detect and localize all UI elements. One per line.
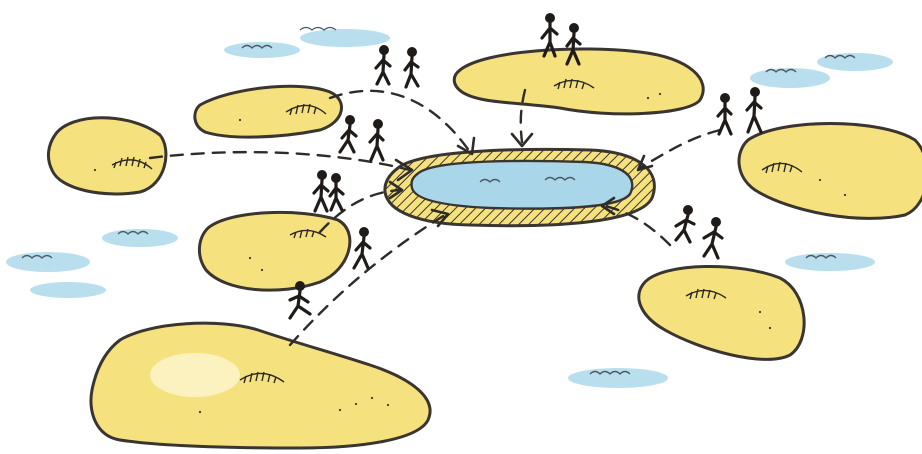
walking-person-icon (745, 87, 763, 134)
hut-icon (285, 103, 327, 116)
paths (148, 88, 722, 347)
arrowhead-icon (430, 208, 450, 228)
wave-icon (479, 178, 501, 183)
hut-icon (289, 228, 327, 239)
path-arrow (328, 89, 472, 154)
texture-dot (646, 96, 650, 100)
path-arrow (288, 213, 447, 347)
walking-person-icon (565, 23, 582, 66)
texture-dot (93, 168, 97, 172)
arrowhead-icon (388, 180, 404, 200)
water-patch (300, 29, 390, 47)
texture-dot (238, 118, 242, 122)
texture-dot (354, 402, 358, 406)
water-patch (750, 68, 830, 88)
huts (111, 78, 803, 384)
path-arrow (603, 204, 672, 247)
wave-icon (805, 254, 837, 259)
walking-person-icon (352, 227, 372, 270)
texture-dot (338, 408, 342, 412)
path-arrow (318, 188, 402, 234)
island-middle-left (198, 210, 352, 292)
arrowheads (388, 132, 654, 228)
path-arrow (519, 88, 527, 144)
arrowhead-icon (510, 132, 534, 148)
wave-icon (299, 26, 337, 31)
walking-person-icon (540, 13, 559, 58)
walking-person-icon (403, 47, 420, 89)
water-patch (102, 229, 178, 247)
arrowhead-icon (636, 154, 654, 172)
wave-icon (544, 176, 576, 181)
water-patch (30, 282, 106, 298)
island-bottom-left-large (89, 321, 432, 450)
walking-person-icon (288, 281, 312, 320)
wave-icon (241, 44, 273, 49)
wave-marks (21, 26, 856, 375)
wave-icon (117, 230, 149, 235)
wave-icon (21, 254, 53, 259)
island-right (737, 122, 922, 220)
water-patch (224, 42, 300, 58)
water-patch (568, 368, 668, 388)
texture-dot (818, 178, 822, 182)
walking-person-icon (374, 45, 392, 86)
walking-person-icon (328, 173, 345, 212)
arrowhead-icon (456, 136, 476, 156)
people (288, 13, 763, 320)
texture-dot (758, 310, 762, 314)
walking-person-icon (338, 115, 358, 154)
texture-dot (248, 256, 252, 260)
walking-person-icon (674, 205, 696, 244)
hut-icon (239, 371, 285, 384)
central-lake (410, 159, 634, 210)
wave-icon (589, 370, 631, 375)
texture-dots (93, 92, 847, 414)
texture-dot (386, 403, 390, 407)
hut-icon (111, 156, 153, 170)
hut-icon (553, 78, 595, 90)
walking-person-icon (312, 170, 330, 213)
hut-icon (685, 288, 727, 300)
walking-person-icon (368, 119, 385, 162)
walking-person-icon (702, 217, 724, 260)
arrowhead-icon (600, 196, 616, 216)
islands (46, 47, 922, 450)
texture-dot (843, 193, 847, 197)
hut-icon (761, 161, 803, 174)
texture-dot (658, 92, 662, 96)
wave-icon (765, 68, 797, 73)
walking-person-icon (716, 93, 733, 136)
texture-dot (768, 326, 772, 330)
texture-dot (370, 396, 374, 400)
arrowhead-icon (394, 158, 414, 182)
path-arrow (638, 128, 722, 170)
texture-dot (260, 268, 264, 272)
wave-icon (824, 54, 856, 59)
texture-dot (198, 410, 202, 414)
island-bottom-right (637, 264, 806, 361)
water-patch (6, 252, 90, 272)
island-highlight (150, 353, 240, 397)
island-upper-left (193, 84, 343, 139)
path-arrow (148, 150, 412, 172)
island-top-left (46, 116, 168, 196)
